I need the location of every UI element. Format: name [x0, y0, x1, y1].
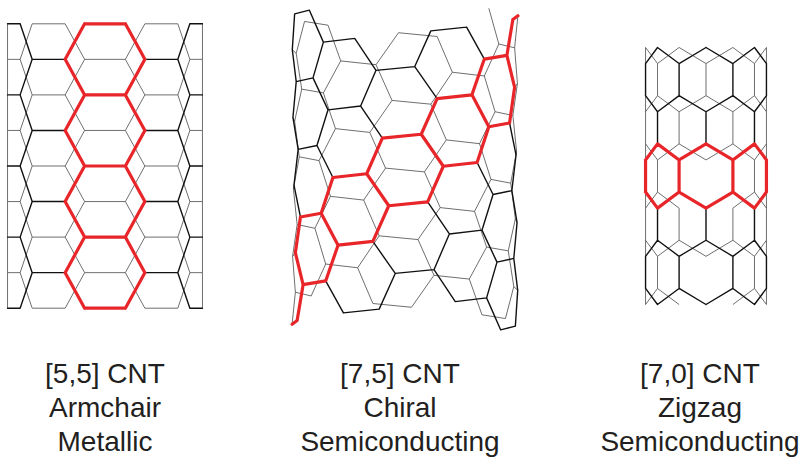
front-lattice [8, 24, 203, 308]
tube-label: Chiral [363, 392, 436, 424]
highlight-hexagons [65, 24, 145, 308]
tube-label: Semiconducting [300, 426, 499, 458]
back-lattice [292, 8, 518, 324]
highlight-hexagons [646, 144, 767, 208]
nanotube [8, 24, 203, 308]
tube-label: [7,0] CNT [640, 358, 760, 390]
tube-label: Semiconducting [600, 426, 799, 458]
tube-label: Zigzag [658, 392, 742, 424]
highlight-hexagons [292, 16, 518, 324]
back-lattice [8, 24, 203, 308]
tube-label: [5,5] CNT [45, 358, 165, 390]
front-lattice [646, 47, 767, 304]
front-lattice [292, 10, 517, 330]
tube-label: [7,5] CNT [340, 358, 460, 390]
tube-label: Armchair [49, 392, 161, 424]
tube-label: Metallic [58, 426, 153, 458]
back-lattice [646, 47, 767, 304]
nanotube [646, 47, 767, 304]
nanotube [292, 8, 518, 330]
